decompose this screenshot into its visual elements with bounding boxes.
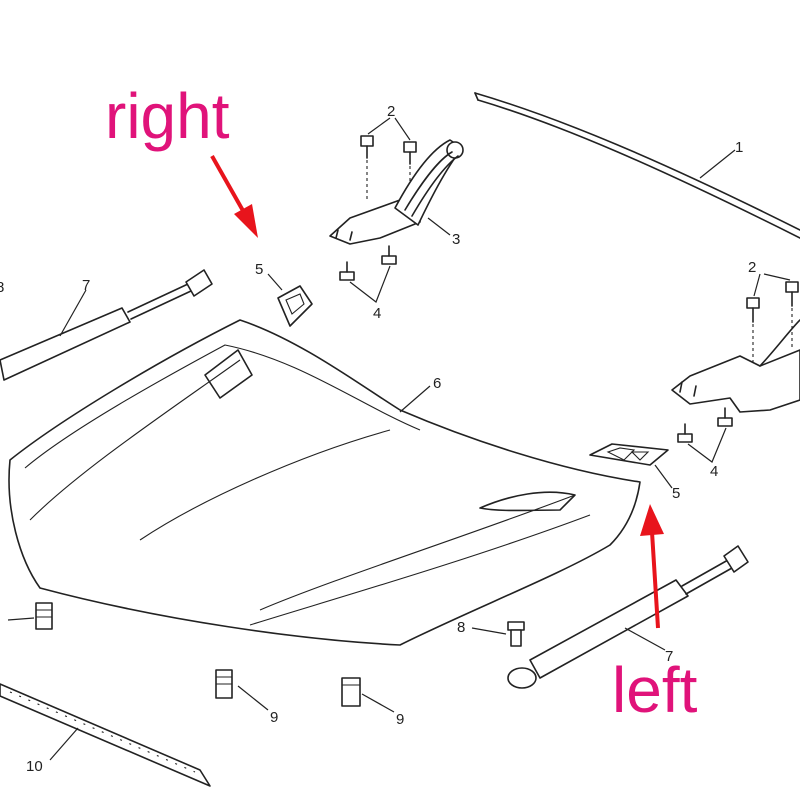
callout-8b: 8 bbox=[457, 619, 465, 636]
hood-bumper-right bbox=[277, 285, 313, 327]
leader-10 bbox=[49, 727, 79, 761]
hood-hinge-right bbox=[329, 139, 464, 245]
leader-9b bbox=[361, 693, 395, 713]
callout-2a: 2 bbox=[387, 103, 395, 120]
callout-2b: 2 bbox=[748, 259, 756, 276]
hinge-nuts-left bbox=[677, 407, 733, 443]
hood-seal-part bbox=[474, 92, 800, 239]
callout-4b: 4 bbox=[710, 463, 718, 480]
hood-panel bbox=[8, 319, 641, 646]
leader-2b bbox=[753, 273, 791, 297]
callout-6: 6 bbox=[433, 375, 441, 392]
hood-hinge-left bbox=[671, 319, 800, 413]
annotation-right: right bbox=[105, 80, 230, 152]
leader-1 bbox=[699, 149, 736, 179]
callout-3: 3 bbox=[452, 231, 460, 248]
callout-9a: 9 bbox=[270, 709, 278, 726]
leader-8b bbox=[471, 627, 507, 635]
callout-7a: 7 bbox=[82, 277, 90, 294]
hood-strut-right bbox=[0, 269, 213, 381]
callout-4a: 4 bbox=[373, 305, 381, 322]
leader-7a bbox=[59, 289, 87, 337]
leader-6 bbox=[399, 385, 431, 413]
callout-1: 1 bbox=[735, 139, 743, 156]
callout-7b: 7 bbox=[665, 648, 673, 665]
callout-10: 10 bbox=[26, 758, 43, 775]
leader-5a bbox=[267, 273, 283, 291]
leader-4b bbox=[687, 427, 727, 463]
hood-bumper-stops bbox=[35, 602, 361, 707]
leader-3 bbox=[427, 217, 451, 236]
callout-9b: 9 bbox=[396, 711, 404, 728]
hood-strut-left bbox=[507, 545, 749, 689]
callout-8a: 8 bbox=[0, 279, 4, 296]
callout-5b: 5 bbox=[672, 485, 680, 502]
hood-front-seal bbox=[0, 683, 211, 787]
leader-9c bbox=[7, 617, 35, 621]
leader-7b bbox=[624, 627, 666, 651]
hood-fastener bbox=[507, 621, 525, 647]
hinge-nuts-right bbox=[339, 245, 397, 281]
annotation-left: left bbox=[612, 654, 698, 726]
leader-9a bbox=[237, 685, 269, 711]
arrow-left-annotation bbox=[640, 504, 664, 629]
leader-5b bbox=[654, 464, 673, 489]
leader-2a bbox=[367, 117, 411, 141]
arrow-right-annotation bbox=[210, 155, 258, 238]
callout-5a: 5 bbox=[255, 261, 263, 278]
leader-4a bbox=[349, 265, 391, 303]
hood-bumper-left bbox=[589, 443, 669, 466]
